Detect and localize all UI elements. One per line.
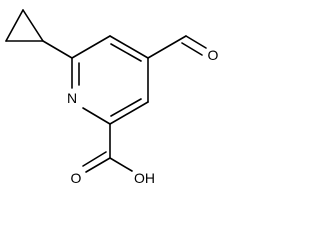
acid-double-bond-inner — [82, 151, 107, 167]
ring-bond-c6-c5 — [71, 35, 111, 59]
aldehyde-oxygen-label: O — [208, 47, 219, 63]
aldehyde-double-bond-inner — [181, 42, 203, 56]
pyridine-ring — [71, 35, 149, 125]
cyclopropyl-to-ring-bond — [42, 40, 73, 59]
ring-bond-c5-c4-inner — [110, 43, 142, 62]
aldehyde-group — [147, 35, 207, 59]
carbonyl-oxygen-label: O — [71, 170, 82, 186]
aldehyde-bond-ring-to-carbon — [147, 35, 187, 59]
ring-bond-c2-n1 — [82, 107, 111, 125]
hydroxyl-label: OH — [134, 170, 155, 186]
cyclopropyl-group — [5, 9, 73, 59]
ring-bond-c3-c2 — [109, 101, 149, 125]
ring-nitrogen-label: N — [67, 90, 77, 106]
cyclopropyl-bond-left — [5, 9, 24, 42]
acid-bond-carbon-to-oh — [109, 157, 133, 172]
cyclopropyl-bond-right — [22, 9, 44, 42]
ring-bond-c3-c2-inner — [110, 98, 142, 117]
aldehyde-double-bond-outer — [185, 35, 207, 49]
chemical-structure: N O O OH — [5, 9, 219, 186]
acid-double-bond-outer — [85, 157, 111, 173]
ring-bond-c5-c4 — [109, 35, 149, 59]
carboxylic-acid-group — [82, 123, 133, 173]
